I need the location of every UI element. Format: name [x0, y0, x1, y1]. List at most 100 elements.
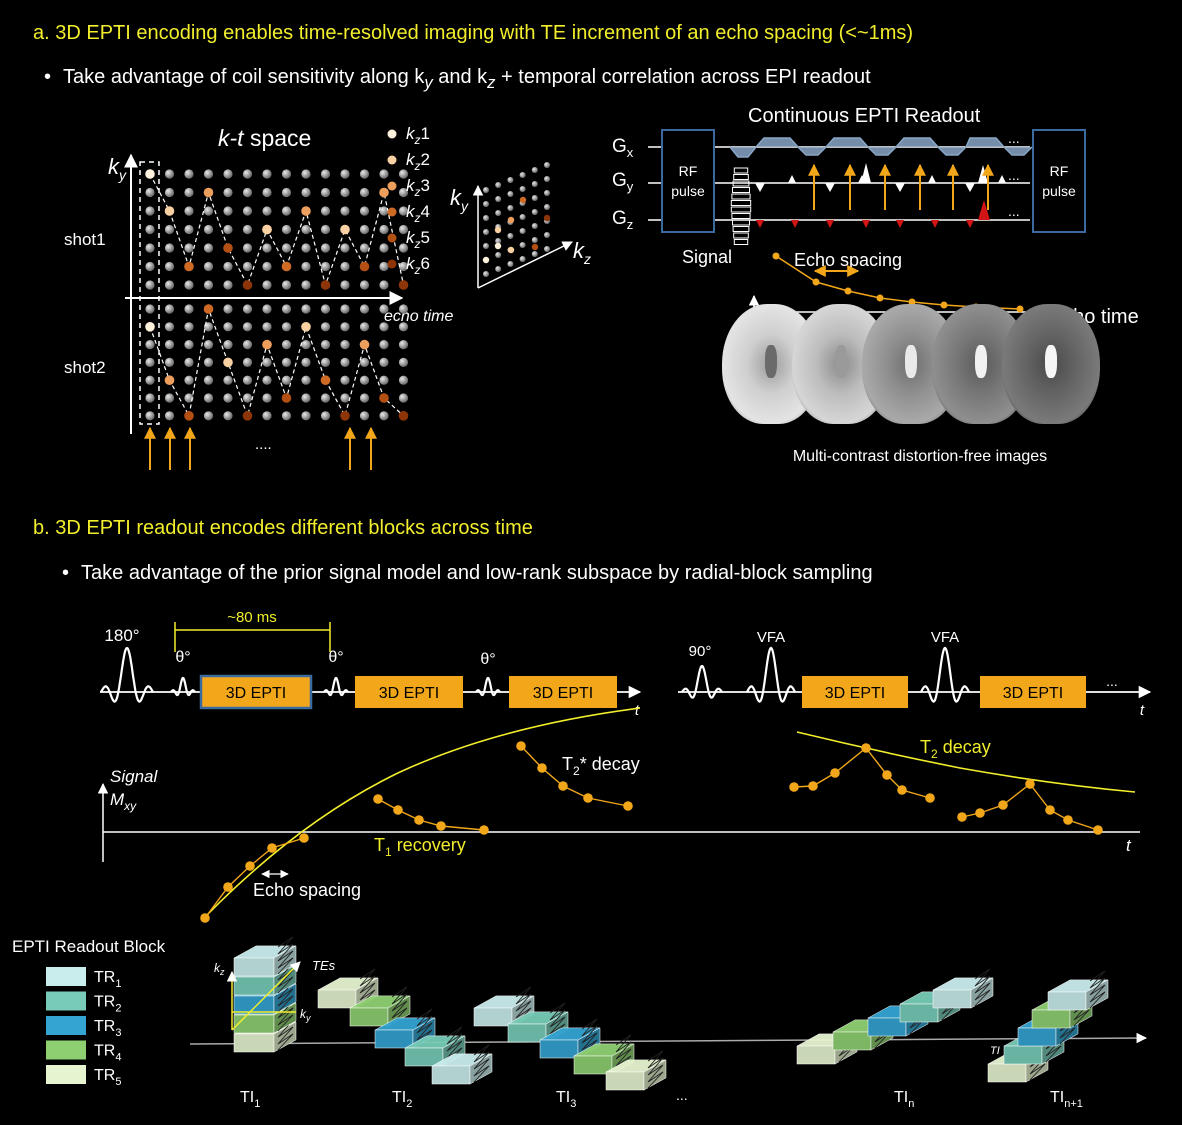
- section-a-heading: a. 3D EPTI encoding enables time-resolve…: [33, 22, 914, 44]
- kz-legend-label: kz4: [406, 202, 430, 225]
- kt-sampled-point: [145, 169, 155, 179]
- kz-legend-label: kz1: [406, 124, 430, 147]
- persp-sample: [507, 177, 514, 183]
- kz-legend-label: kz2: [406, 150, 430, 173]
- kt-sample: [262, 322, 272, 332]
- echo-train-1-point: [245, 861, 255, 871]
- block-front: [374, 1029, 414, 1049]
- echo-train-4-point: [882, 770, 892, 780]
- block-front: [349, 1007, 389, 1027]
- gy-blip-large: [861, 163, 871, 183]
- kt-sample: [398, 340, 409, 350]
- decay-point: [940, 301, 948, 309]
- persp-sample: [544, 162, 550, 168]
- kt-sample: [281, 187, 292, 198]
- block-zigzag: [473, 1044, 490, 1083]
- bullet-a-text-1: Take advantage of coil sensitivity along…: [63, 66, 425, 88]
- kt-sample: [184, 224, 194, 235]
- kt-sample: [242, 224, 253, 235]
- block-zigzag: [416, 1008, 433, 1047]
- block-zigzag: [391, 986, 408, 1025]
- kt-sampled-point: [145, 322, 155, 332]
- kt-sample: [223, 224, 233, 235]
- kt-sample: [164, 280, 175, 290]
- rf-pulse-left: RF pulse: [661, 129, 715, 233]
- kt-trajectory: [149, 173, 405, 288]
- gx-ellipsis: ...: [1008, 130, 1020, 146]
- persp-sample: [483, 187, 489, 193]
- kt-sample: [301, 304, 311, 314]
- block-zigzag: [1089, 970, 1106, 1009]
- kt-ellipsis: ....: [255, 436, 272, 453]
- kt-sample: [359, 411, 370, 421]
- echo-train-5-line: [961, 783, 1099, 831]
- pulse-vfa-1: [746, 646, 796, 703]
- seq2-ellipsis: ...: [1106, 673, 1118, 689]
- kt-sample: [145, 224, 155, 235]
- kt-sample: [301, 261, 311, 272]
- persp-sample: [544, 246, 550, 252]
- echo-train-4-point: [925, 793, 935, 803]
- persp-sample: [519, 228, 526, 234]
- section-a-bullet: •Take advantage of coil sensitivity alon…: [44, 66, 871, 92]
- signal-stack-bar: [730, 200, 752, 206]
- kt-sample: [340, 322, 350, 332]
- kt-sampled-point: [242, 411, 253, 421]
- kt-sample: [184, 206, 194, 216]
- echo-train-3-point: [537, 763, 547, 773]
- persp-sample: [531, 195, 538, 201]
- block-front: [233, 976, 275, 996]
- kt-sample: [164, 304, 175, 314]
- block-zigzag: [615, 1034, 632, 1073]
- block-front: [473, 1007, 513, 1027]
- kt-sample: [242, 393, 253, 403]
- tr-legend-label: TR1: [94, 969, 121, 990]
- kt-sample: [203, 375, 214, 385]
- kt-sample: [320, 169, 331, 179]
- kt-sample: [203, 224, 214, 235]
- block-front: [1003, 1045, 1043, 1065]
- block-zigzag: [647, 1050, 664, 1089]
- block-front: [573, 1055, 613, 1075]
- kt-sample: [145, 357, 155, 367]
- block-front: [233, 1033, 275, 1053]
- persp-sample: [531, 181, 538, 187]
- persp-sampled-point: [482, 256, 490, 264]
- kt-sample: [262, 304, 272, 314]
- persp-sample: [544, 176, 550, 182]
- pulse-theta-label: θ°: [328, 649, 343, 666]
- kt-sample: [320, 206, 331, 216]
- epti-block: [980, 676, 1086, 708]
- kz-legend-dot: [387, 129, 397, 139]
- kt-sample: [340, 280, 350, 290]
- readout-arrows: [808, 163, 994, 210]
- kt-sample: [242, 187, 253, 198]
- kt-sample: [320, 340, 331, 350]
- echo-train-5-point: [1045, 805, 1055, 815]
- kz-legend-label: kz6: [406, 254, 430, 277]
- shot2-label: shot2: [64, 358, 106, 377]
- ti-label: TIn+1: [1050, 1089, 1083, 1110]
- t2star-label: T2* decay: [562, 754, 640, 778]
- tr-legend-swatch: [46, 1016, 86, 1035]
- kt-sample: [281, 224, 292, 235]
- gx-trapezoid-train: [729, 137, 1033, 158]
- kt-sample: [262, 187, 272, 198]
- echo-train-2-point: [414, 815, 424, 825]
- kt-sample: [398, 224, 409, 235]
- gz-blip: [791, 220, 799, 228]
- gy-blip-up: [998, 175, 1006, 183]
- kt-sample: [145, 375, 155, 385]
- kt-sample: [242, 357, 253, 367]
- block-front: [832, 1031, 872, 1051]
- tr-legend-swatch: [46, 1065, 86, 1084]
- rf-pulse-right: RF pulse: [1032, 129, 1086, 233]
- bullet-b-text: Take advantage of the prior signal model…: [81, 562, 873, 584]
- echo-train-5-point: [1025, 779, 1035, 789]
- echo-train-2-point: [436, 821, 446, 831]
- gy-blip-down: [825, 183, 835, 192]
- block-zigzag: [581, 1018, 598, 1057]
